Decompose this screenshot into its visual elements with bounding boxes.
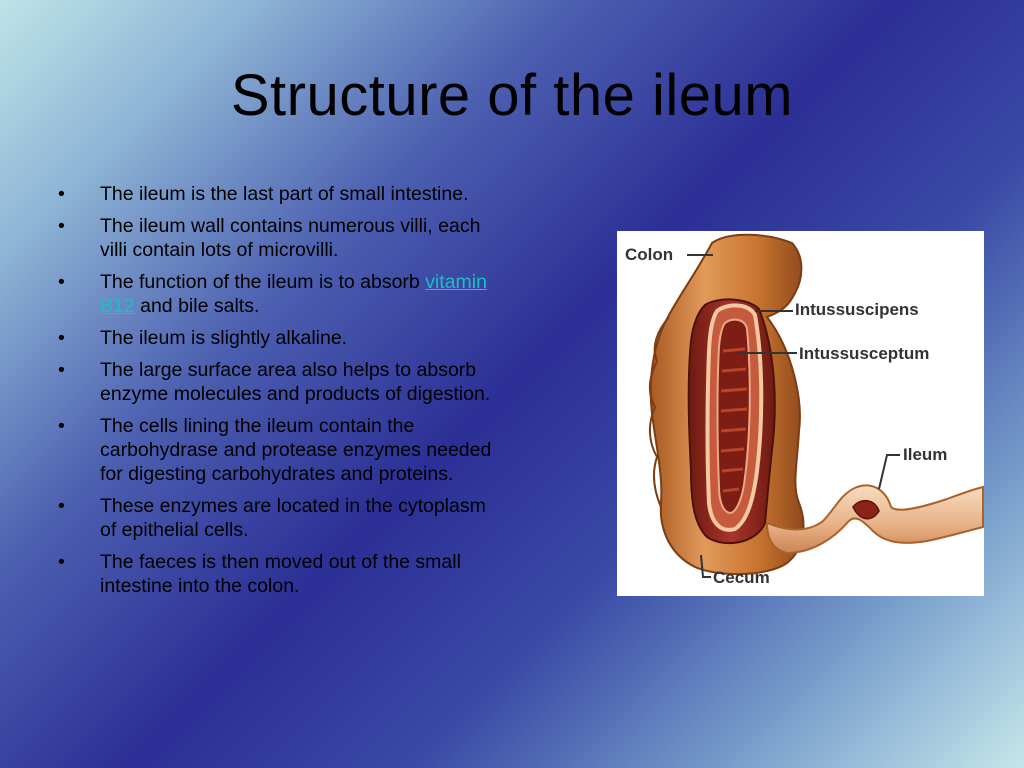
bullet-item: • These enzymes are located in the cytopl… [56, 494, 496, 542]
bullet-dot: • [58, 415, 65, 437]
bullet-dot: • [58, 327, 65, 349]
bullet-text-before: The function of the ileum is to absorb [100, 271, 426, 293]
bullet-dot: • [58, 359, 65, 381]
slide-title: Structure of the ileum [230, 63, 794, 128]
ileum-segment [765, 484, 984, 555]
bullet-text-after: and bile salts. [134, 295, 260, 317]
mucosal-folds [720, 347, 748, 493]
bullet-dot: • [58, 495, 65, 517]
intussusceptum-label: Intussusceptum [799, 344, 929, 363]
bullet-text: These enzymes are located in the cytopla… [100, 495, 486, 541]
bullet-text: The cells lining the ileum contain the c… [100, 415, 492, 485]
ileum-label: Ileum [903, 445, 947, 464]
bullet-text: The faeces is then moved out of the smal… [100, 551, 461, 597]
bullet-text: The ileum is the last part of small inte… [100, 183, 469, 205]
bullet-item: •The function of the ileum is to absorb … [56, 270, 496, 318]
bullet-list: • The ileum is the last part of small int… [56, 182, 496, 606]
bullet-text: The ileum wall contains numerous villi, … [100, 215, 481, 261]
cecum-label: Cecum [713, 568, 770, 587]
bullet-item: • The ileum wall contains numerous villi,… [56, 214, 496, 262]
bullet-item: • The faeces is then moved out of the sma… [56, 550, 496, 598]
bullet-dot: • [58, 551, 65, 573]
bullet-item: • The cells lining the ileum contain the … [56, 414, 496, 486]
intussuscipens-label: Intussuscipens [795, 300, 919, 319]
bullet-dot: • [58, 271, 65, 293]
bullet-item: • The large surface area also helps to ab… [56, 358, 496, 406]
bullet-item: • The ileum is slightly alkaline. [56, 326, 496, 350]
ileum-leader-line [878, 454, 900, 490]
bullet-dot: • [58, 215, 65, 237]
bullet-item: • The ileum is the last part of small int… [56, 182, 496, 206]
intussusception-diagram: Colon Intussuscipens Intussusceptum Ileu… [617, 231, 984, 596]
bullet-text: The ileum is slightly alkaline. [100, 327, 348, 349]
intussusception-illustration: Colon Intussuscipens Intussusceptum Ileu… [625, 233, 984, 587]
cecum-leader-line [700, 554, 711, 578]
bullet-text: The large surface area also helps to abs… [100, 359, 491, 405]
colon-haustra [649, 316, 670, 508]
colon-label: Colon [625, 245, 673, 264]
bullet-dot: • [58, 183, 65, 205]
ileum-fold [852, 499, 880, 520]
vitamin-b12-link[interactable]: vitamin B12 [100, 271, 487, 317]
